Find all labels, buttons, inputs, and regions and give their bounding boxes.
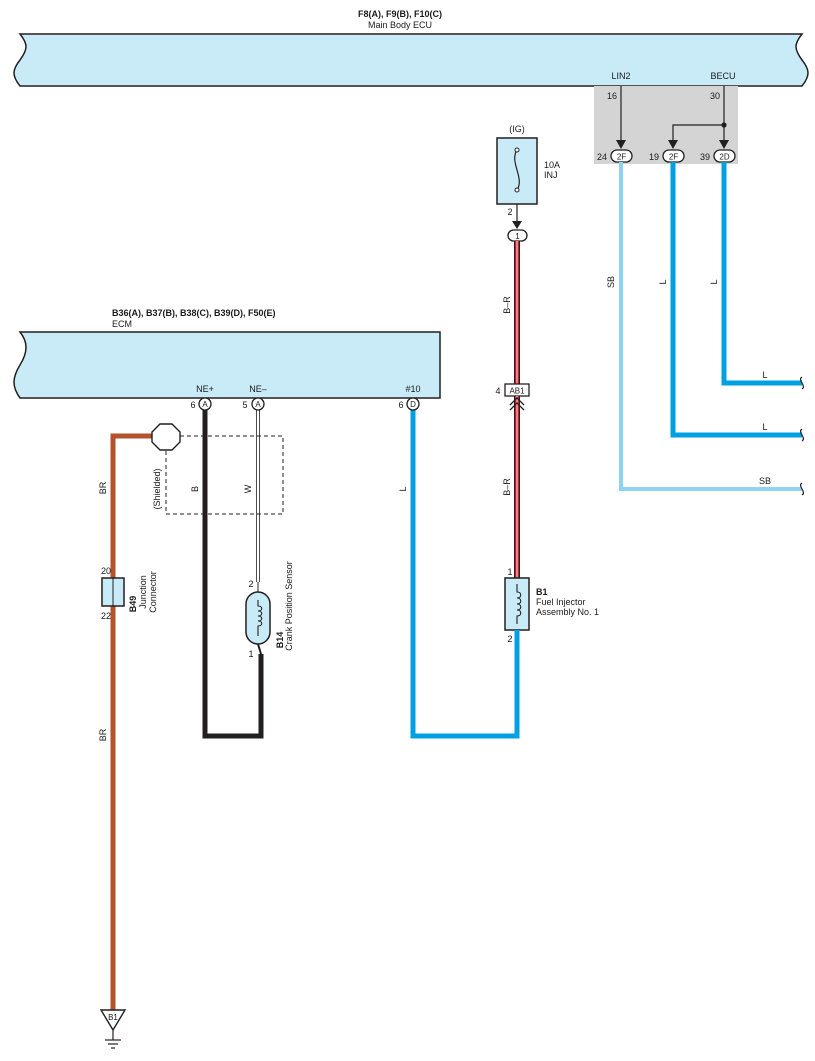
injector-pin-top: 1 xyxy=(507,567,512,577)
becu-pin: 30 xyxy=(710,91,720,101)
ecm-terminal-ne-minus-label: NE– xyxy=(249,384,267,394)
ab1-chevron-icon xyxy=(509,397,525,411)
lin2-label: LIN2 xyxy=(611,71,630,81)
ecm-pin-ne-minus-code: A xyxy=(255,400,261,409)
ecm-pin-ne-plus-code: A xyxy=(202,400,208,409)
crank-sensor-coil-icon xyxy=(257,600,263,636)
wire-label-l-out-2: L xyxy=(762,422,767,432)
ecm-terminal-ne-plus-label: NE+ xyxy=(196,384,214,394)
body-connector-24: 2F 24 xyxy=(597,149,633,163)
shield-box xyxy=(165,435,284,515)
wire-label-b-r-lower: B–R xyxy=(502,478,512,496)
wire-label-br-lower: BR xyxy=(98,728,108,741)
wire-label-sb-vertical: SB xyxy=(606,276,616,288)
ecm-name: ECM xyxy=(112,319,132,329)
ecm-pin-ne-minus-number: 5 xyxy=(242,400,247,410)
wire-l-body-39 xyxy=(721,162,802,386)
fuse-supply-label: (IG) xyxy=(509,124,525,134)
wire-label-l-vertical-2: L xyxy=(709,279,719,284)
becu-label: BECU xyxy=(710,71,735,81)
crank-sensor-code: B14 xyxy=(275,632,285,649)
body-connector-19-code: 2F xyxy=(669,153,678,162)
junction-connector-pin-top: 20 xyxy=(101,566,111,576)
ground-triangle xyxy=(99,1009,127,1032)
ground-code: B1 xyxy=(108,1013,118,1022)
crank-sensor-pin-top: 2 xyxy=(248,579,253,589)
ecm-pin-ne-minus: A 5 xyxy=(242,397,265,411)
fuse-terminal-top xyxy=(514,147,520,153)
ecm-connectors: B36(A), B37(B), B38(C), B39(D), F50(E) xyxy=(112,308,276,318)
main-body-ecu-connectors: F8(A), F9(B), F10(C) xyxy=(358,9,442,19)
junction-connector-code: B49 xyxy=(128,596,138,613)
main-body-ecu-name: Main Body ECU xyxy=(368,20,432,30)
wire-break-marks xyxy=(799,376,805,496)
main-body-ecu-box xyxy=(13,33,809,87)
wire-label-sb-out: SB xyxy=(759,476,771,486)
ecm-terminal-10-label: #10 xyxy=(405,384,420,394)
injector-coil-icon xyxy=(516,584,522,624)
body-connector-24-code: 2F xyxy=(617,153,626,162)
shield-octagon-icon xyxy=(151,423,181,451)
body-connector-19: 2F 19 xyxy=(649,149,685,163)
wire-label-l-out-1: L xyxy=(762,370,767,380)
wire-l-ecm xyxy=(410,410,520,739)
junction-ab1-pin: 4 xyxy=(495,386,500,396)
junction-connector-name-line1: Junction xyxy=(138,575,148,609)
wire-label-b: B xyxy=(190,486,200,492)
crank-sensor-body xyxy=(245,591,271,645)
fuse-name: INJ xyxy=(544,170,558,180)
body-connector-24-pin: 24 xyxy=(597,152,607,162)
injector-pin-bottom: 2 xyxy=(507,634,512,644)
wire-label-l-ecm: L xyxy=(398,486,408,491)
fuse-out-pin: 2 xyxy=(507,207,512,217)
wire-sb-body xyxy=(619,162,802,491)
junction-connector-name-line2: Connector xyxy=(148,571,158,613)
crank-sensor-lead-bottom xyxy=(257,643,262,655)
wire-label-w: W xyxy=(243,484,253,493)
ecm-pin-ne-plus: A 6 xyxy=(190,397,212,411)
wire-br xyxy=(110,433,154,1010)
injector-name-line1: Fuel Injector xyxy=(536,597,586,607)
body-connector-39: 2D 39 xyxy=(700,149,736,163)
wire-label-br-upper: BR xyxy=(98,481,108,494)
wire-l-body-19 xyxy=(670,162,802,438)
body-connector-39-pin: 39 xyxy=(700,152,710,162)
ground-icon xyxy=(105,1030,121,1049)
fuse-joint-connector: 1 xyxy=(507,229,528,242)
body-connector-19-pin: 19 xyxy=(649,152,659,162)
ecm-pin-ne-plus-number: 6 xyxy=(190,400,195,410)
fuse-out-arrow xyxy=(512,221,522,229)
ecm-pin-10-code: D xyxy=(410,400,416,409)
ecm-pin-10-number: 6 xyxy=(398,400,403,410)
fuse-terminal-bottom xyxy=(514,187,520,193)
panel-arrowheads xyxy=(616,140,729,149)
junction-connector-pin-bottom: 22 xyxy=(101,611,111,621)
ecm-box xyxy=(13,331,441,399)
panel-internal-wiring xyxy=(620,86,725,142)
wire-label-l-vertical-1: L xyxy=(658,279,668,284)
fuse-icon xyxy=(514,149,520,191)
shielded-label: (Shielded) xyxy=(152,468,162,509)
injector-code: B1 xyxy=(536,587,548,597)
wire-label-b-r-upper: B–R xyxy=(502,296,512,314)
becu-junction-dot xyxy=(721,122,727,128)
junction-ab1-code: AB1 xyxy=(509,387,525,396)
lin2-pin: 16 xyxy=(607,91,617,101)
body-connector-39-code: 2D xyxy=(719,153,729,162)
ecm-pin-10: D 6 xyxy=(398,397,420,411)
fuse-joint-pin: 1 xyxy=(515,232,520,241)
fuse-rating: 10A xyxy=(544,160,560,170)
wire-b xyxy=(202,410,264,739)
crank-sensor-name: Crank Position Sensor xyxy=(284,561,294,651)
crank-sensor-pin-bottom: 1 xyxy=(248,649,253,659)
fuse-box xyxy=(496,137,538,205)
injector-name-line2: Assembly No. 1 xyxy=(536,607,599,617)
